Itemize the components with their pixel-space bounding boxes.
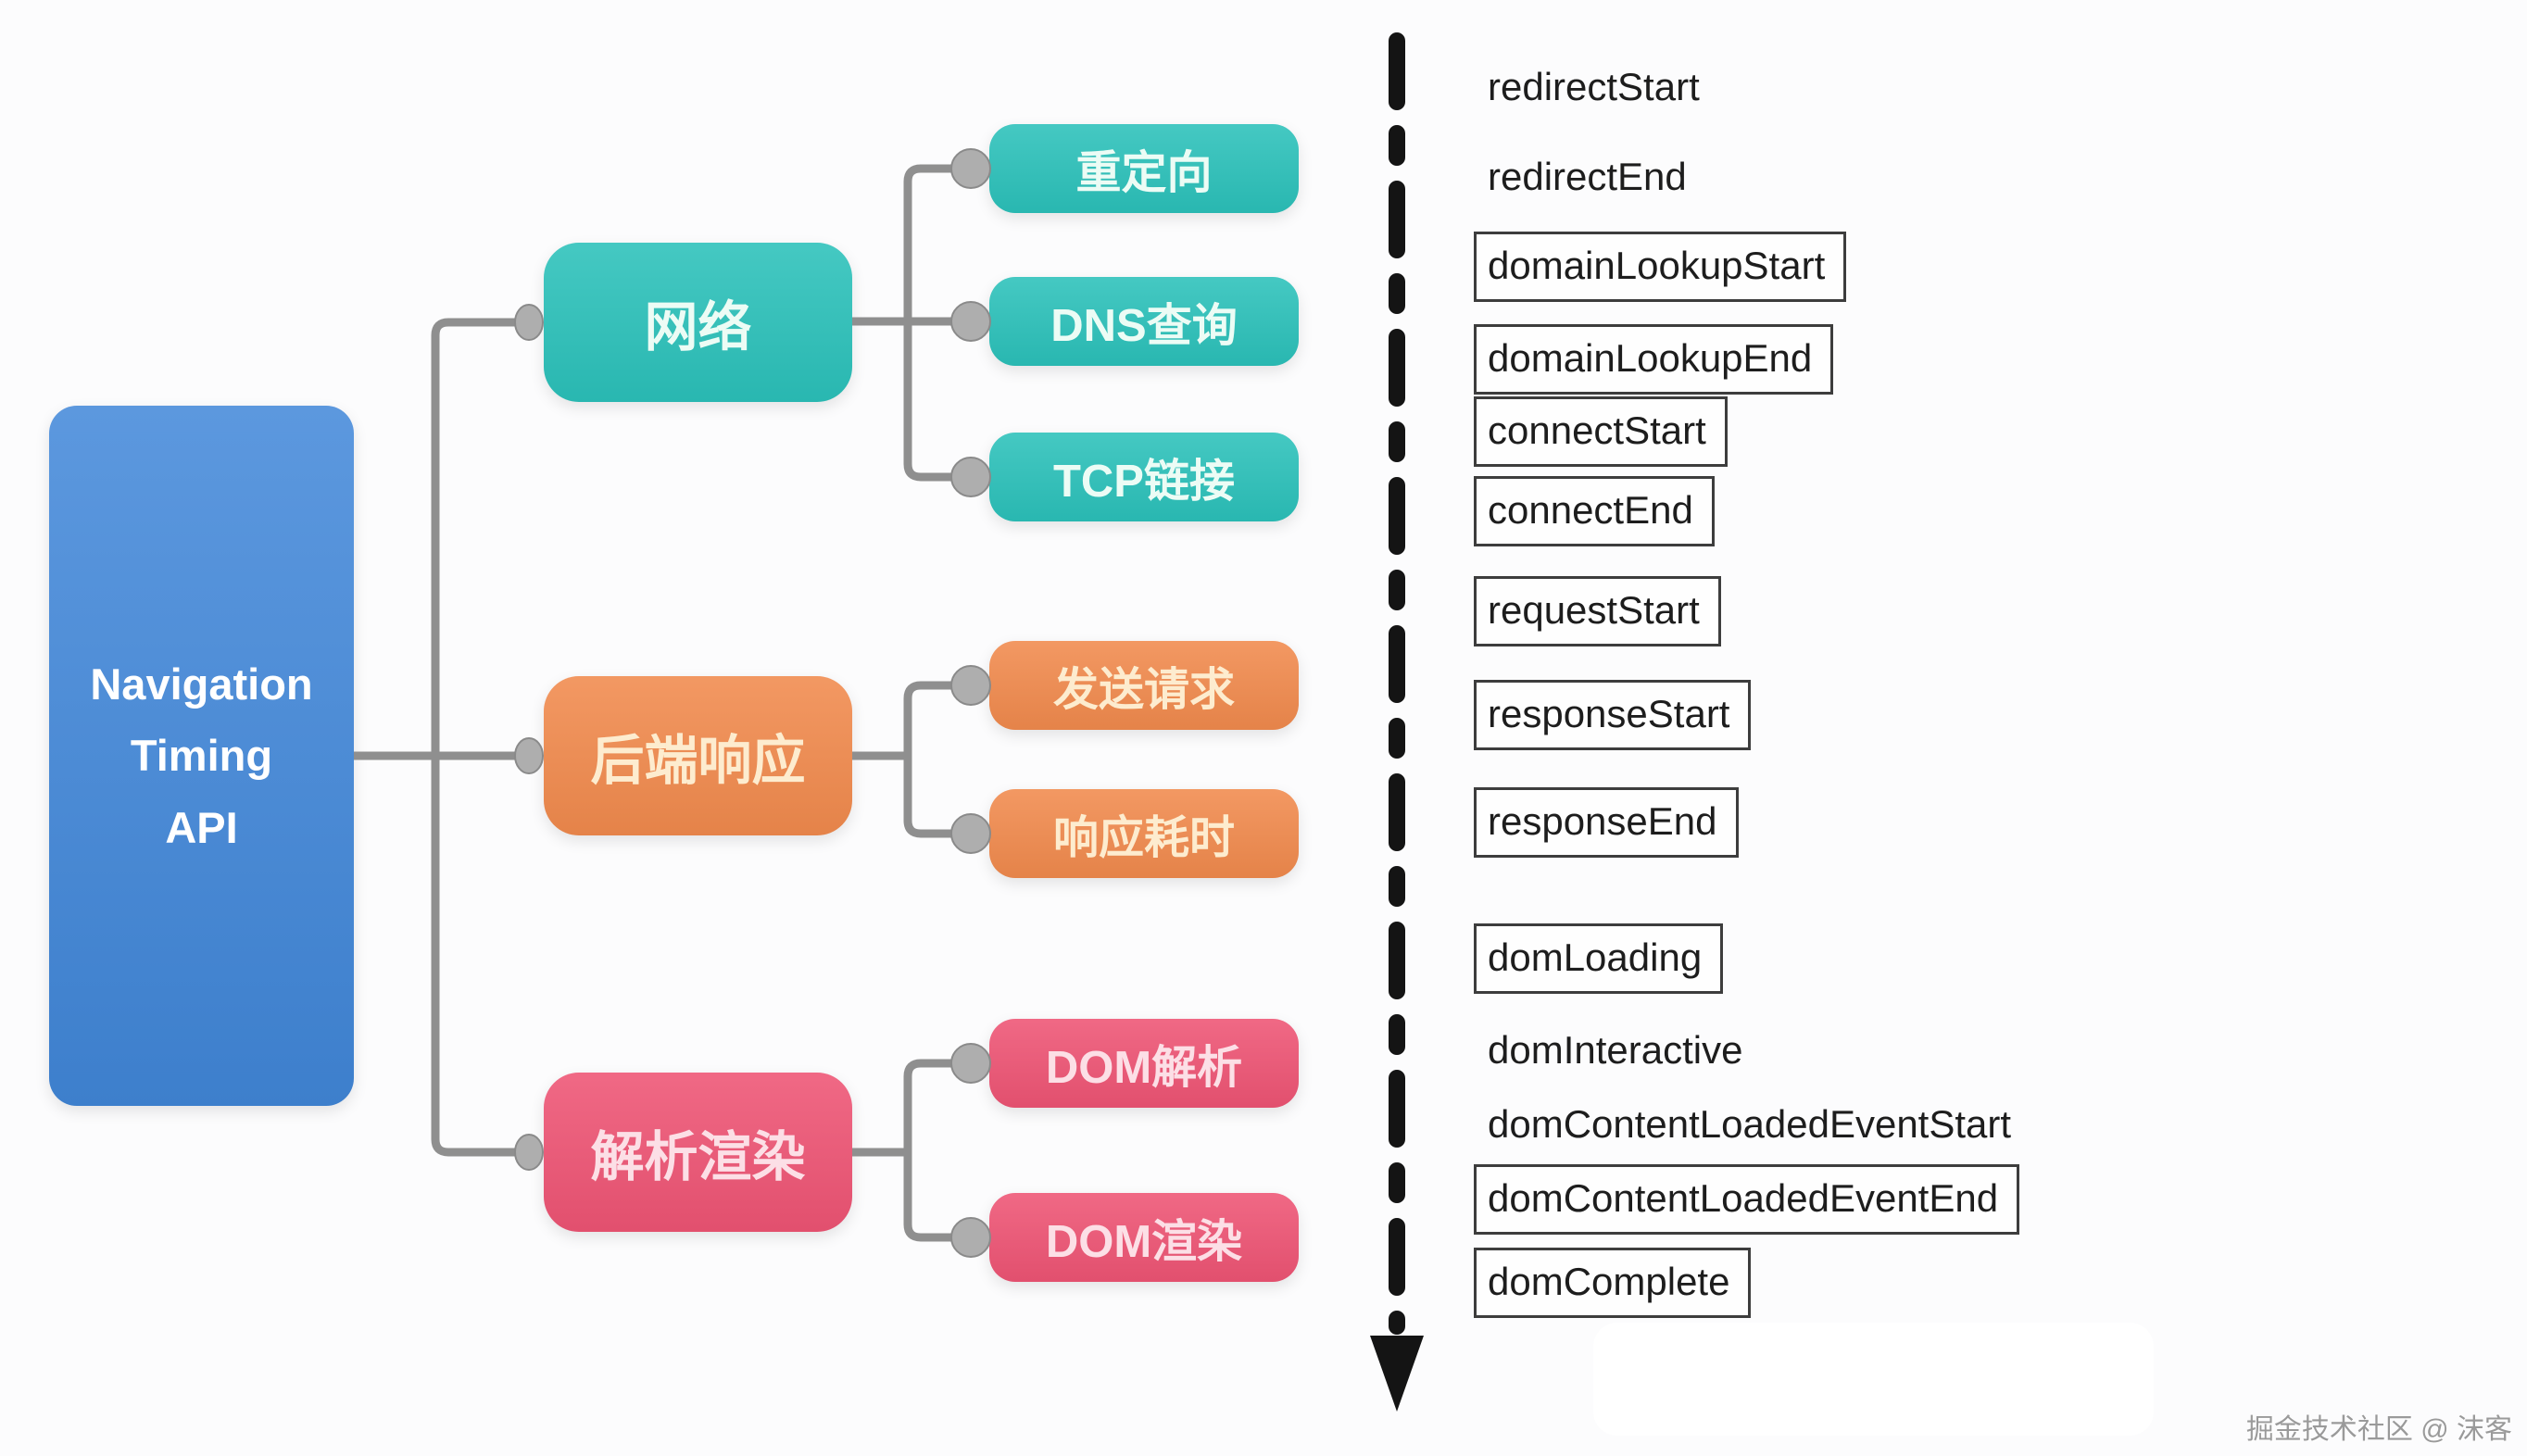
timeline-event-connect-start: connectStart xyxy=(1474,396,1728,467)
junction-dot xyxy=(950,148,991,189)
junction-dot xyxy=(950,301,991,342)
leaf-node-label: 重定向 xyxy=(1075,147,1213,198)
leaf-node-dns-lookup: DNS查询 xyxy=(989,277,1299,366)
timeline-event-dom-complete: domComplete xyxy=(1474,1248,1752,1318)
branch-node-label: 解析渲染 xyxy=(590,1127,806,1187)
junction-dot xyxy=(514,1134,544,1171)
junction-dot xyxy=(514,737,544,774)
timeline-event-response-end: responseEnd xyxy=(1474,787,1739,858)
branch-node-label: 网络 xyxy=(644,297,752,358)
render-children-bracket xyxy=(903,1059,986,1242)
branch-node-parse-render: 解析渲染 xyxy=(544,1073,852,1232)
leaf-node-send-request: 发送请求 xyxy=(989,641,1299,730)
timeline-arrowhead-icon xyxy=(1370,1336,1424,1412)
branch-node-label: 后端响应 xyxy=(590,731,806,791)
junction-dot xyxy=(950,1043,991,1084)
timeline-event-redirect-end: redirectEnd xyxy=(1488,155,1687,198)
timeline-event-request-start: requestStart xyxy=(1474,576,1721,646)
branch-node-backend-response: 后端响应 xyxy=(544,676,852,835)
leaf-node-dom-parse: DOM解析 xyxy=(989,1019,1299,1108)
leaf-node-dom-render: DOM渲染 xyxy=(989,1193,1299,1282)
junction-dot xyxy=(950,813,991,854)
leaf-node-response-time: 响应耗时 xyxy=(989,789,1299,878)
leaf-node-redirect: 重定向 xyxy=(989,124,1299,213)
timeline-event-response-start: responseStart xyxy=(1474,680,1752,750)
timeline-event-domain-lookup-end: domainLookupEnd xyxy=(1474,324,1834,395)
timeline-event-dom-content-loaded-event-start: domContentLoadedEventStart xyxy=(1488,1102,2012,1146)
leaf-node-label: DNS查询 xyxy=(1050,300,1238,351)
leaf-node-label: 发送请求 xyxy=(1052,664,1235,715)
network-children-bracket xyxy=(903,164,986,482)
leaf-node-label: TCP链接 xyxy=(1052,456,1235,507)
timeline-event-connect-end: connectEnd xyxy=(1474,476,1715,546)
site-watermark: 掘金技术社区 @ 沫客 xyxy=(2245,1414,2512,1445)
junction-dot xyxy=(950,457,991,497)
timeline-event-dom-content-loaded-event-end: domContentLoadedEventEnd xyxy=(1474,1164,2020,1235)
junction-dot xyxy=(950,1217,991,1258)
root-node-navigation-timing-api: Navigation Timing API xyxy=(49,406,354,1106)
junction-dot xyxy=(514,304,544,341)
leaf-node-label: DOM渲染 xyxy=(1045,1216,1243,1267)
junction-dot xyxy=(950,665,991,706)
leaf-node-label: DOM解析 xyxy=(1045,1042,1243,1093)
timeline-event-dom-interactive: domInteractive xyxy=(1488,1028,1743,1072)
timeline-event-domain-lookup-start: domainLookupStart xyxy=(1474,232,1847,302)
root-node-label: Navigation Timing API xyxy=(90,659,313,852)
trunk-connector xyxy=(431,318,524,1157)
leaf-node-label: 响应耗时 xyxy=(1052,812,1235,863)
branch-node-network: 网络 xyxy=(544,243,852,402)
faded-watermark-plate xyxy=(1593,1323,2154,1436)
leaf-node-tcp-connect: TCP链接 xyxy=(989,433,1299,521)
timeline-event-dom-loading: domLoading xyxy=(1474,923,1724,994)
timeline-event-redirect-start: redirectStart xyxy=(1488,65,1700,108)
backend-children-bracket xyxy=(903,681,986,838)
